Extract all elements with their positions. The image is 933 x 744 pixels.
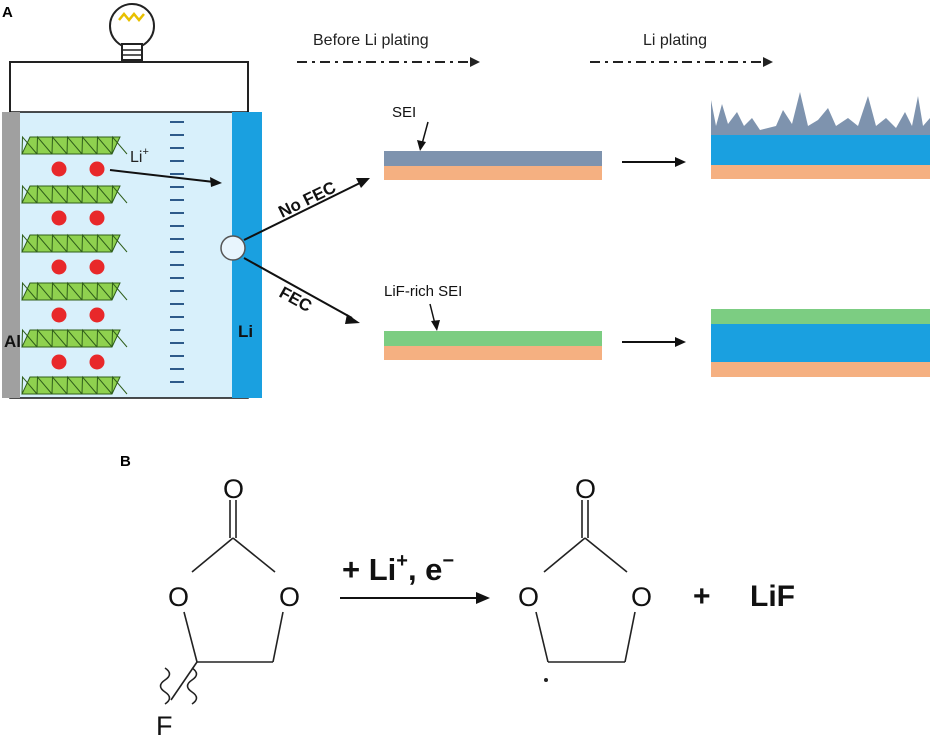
interface-zoom-circle (220, 235, 246, 261)
cathode-triangle-edge (36, 135, 53, 155)
fec-label: FEC (276, 283, 315, 316)
cathode-triangle-edge (51, 328, 68, 348)
cathode-triangle-edge (96, 281, 113, 301)
al-label: Al (4, 332, 21, 351)
cathode-triangle-edge (96, 135, 113, 155)
electrolyte (9, 111, 249, 399)
li-ion-label: Li+ (130, 146, 149, 166)
cathode-triangle-edge (81, 281, 98, 301)
radical-dot (544, 678, 548, 682)
no-fec-label: No FEC (275, 178, 339, 222)
cathode-triangle-edge (66, 184, 83, 204)
cathode-triangle-edge (81, 184, 98, 204)
fec-step-arrow (622, 337, 686, 347)
lif-sei-pointer-arrow (429, 303, 440, 331)
fec-ring-o-right: O (279, 582, 300, 612)
cathode-triangle-edge (96, 233, 113, 253)
sei-label: SEI (392, 104, 416, 121)
light-bulb-icon (109, 3, 155, 61)
cathode-triangle-edge (111, 184, 128, 204)
plating-arrow (590, 57, 773, 67)
cathode-triangle-edge (111, 233, 128, 253)
radical-carbonyl-o: O (575, 474, 596, 504)
li-ion-dot (51, 210, 67, 226)
fec-fluorine: F (156, 711, 173, 741)
cathode-triangle-edge (66, 233, 83, 253)
radical-ring-o-left: O (518, 582, 539, 612)
li-ion-dot (89, 210, 105, 226)
cathode-triangle-edge (96, 375, 113, 395)
no-fec-step-arrow (622, 157, 686, 167)
li-ion-dot (51, 354, 67, 370)
cathode-triangle-edge (81, 135, 98, 155)
cathode-triangle-edge (66, 375, 83, 395)
cathode-triangle-edge (111, 135, 128, 155)
li-ions (51, 161, 105, 370)
dendrite-stack (711, 92, 930, 179)
reaction-reagents: + Li+, e− (342, 550, 454, 587)
cathode-layers (21, 135, 128, 395)
cathode-triangle-edge (51, 135, 68, 155)
panel-a-label: A (2, 4, 13, 21)
cathode-triangle-edge (51, 281, 68, 301)
cathode-triangle-edge (96, 328, 113, 348)
no-fec-stack-before (384, 151, 602, 180)
before-plating-label: Before Li plating (313, 32, 429, 49)
cathode-triangle-edge (21, 328, 38, 348)
radical-molecule (535, 500, 636, 663)
uniform-plating-stack (711, 309, 930, 377)
no-fec-arrow (243, 178, 370, 241)
cathode-triangle-edge (111, 328, 128, 348)
plating-label: Li plating (643, 32, 707, 49)
before-plating-arrow (297, 57, 480, 67)
cathode-triangle-edge (66, 281, 83, 301)
cathode-triangle-edge (36, 375, 53, 395)
radical-ring-o-right: O (631, 582, 652, 612)
cathode-triangle-edge (21, 135, 38, 155)
fec-ring-o-left: O (168, 582, 189, 612)
cathode-triangle-edge (36, 328, 53, 348)
sei-pointer-arrow (417, 121, 429, 151)
plus-sign: + (693, 580, 711, 613)
cathode-triangle-edge (111, 281, 128, 301)
li-ion-dot (89, 307, 105, 323)
cathode-triangle-edge (21, 184, 38, 204)
cathode-triangle-edge (51, 375, 68, 395)
lif-product: LiF (750, 580, 795, 613)
cathode-triangle-edge (81, 328, 98, 348)
cathode-triangle-edge (21, 375, 38, 395)
cathode-triangle-edge (21, 281, 38, 301)
cathode-triangle-edge (36, 281, 53, 301)
cathode-triangle-edge (81, 375, 98, 395)
fec-arrow (243, 257, 360, 324)
cathode-triangle-edge (36, 184, 53, 204)
li-anode-label: Li (238, 322, 253, 341)
li-ion-dot (89, 259, 105, 275)
li-ion-dot (89, 354, 105, 370)
cathode-triangle-edge (81, 233, 98, 253)
separator (170, 121, 184, 383)
external-circuit (9, 61, 249, 112)
li-ion-dot (89, 161, 105, 177)
li-ion-dot (51, 161, 67, 177)
cathode-triangle-edge (51, 184, 68, 204)
cathode-triangle-edge (66, 328, 83, 348)
li-ion-dot (51, 259, 67, 275)
lif-sei-label: LiF-rich SEI (384, 283, 462, 300)
li-ion-arrow (109, 169, 222, 187)
cathode-triangle-edge (111, 375, 128, 395)
fec-carbonyl-o: O (223, 474, 244, 504)
al-collector (2, 112, 20, 398)
cathode-triangle-edge (96, 184, 113, 204)
panel-b-label: B (120, 453, 131, 470)
li-ion-dot (51, 307, 67, 323)
cathode-triangle-edge (51, 233, 68, 253)
cathode-triangle-edge (21, 233, 38, 253)
fec-stack-before (384, 331, 602, 360)
cathode-triangle-edge (66, 135, 83, 155)
reaction-arrow (340, 592, 490, 604)
cathode-triangle-edge (36, 233, 53, 253)
fec-molecule (159, 500, 284, 705)
